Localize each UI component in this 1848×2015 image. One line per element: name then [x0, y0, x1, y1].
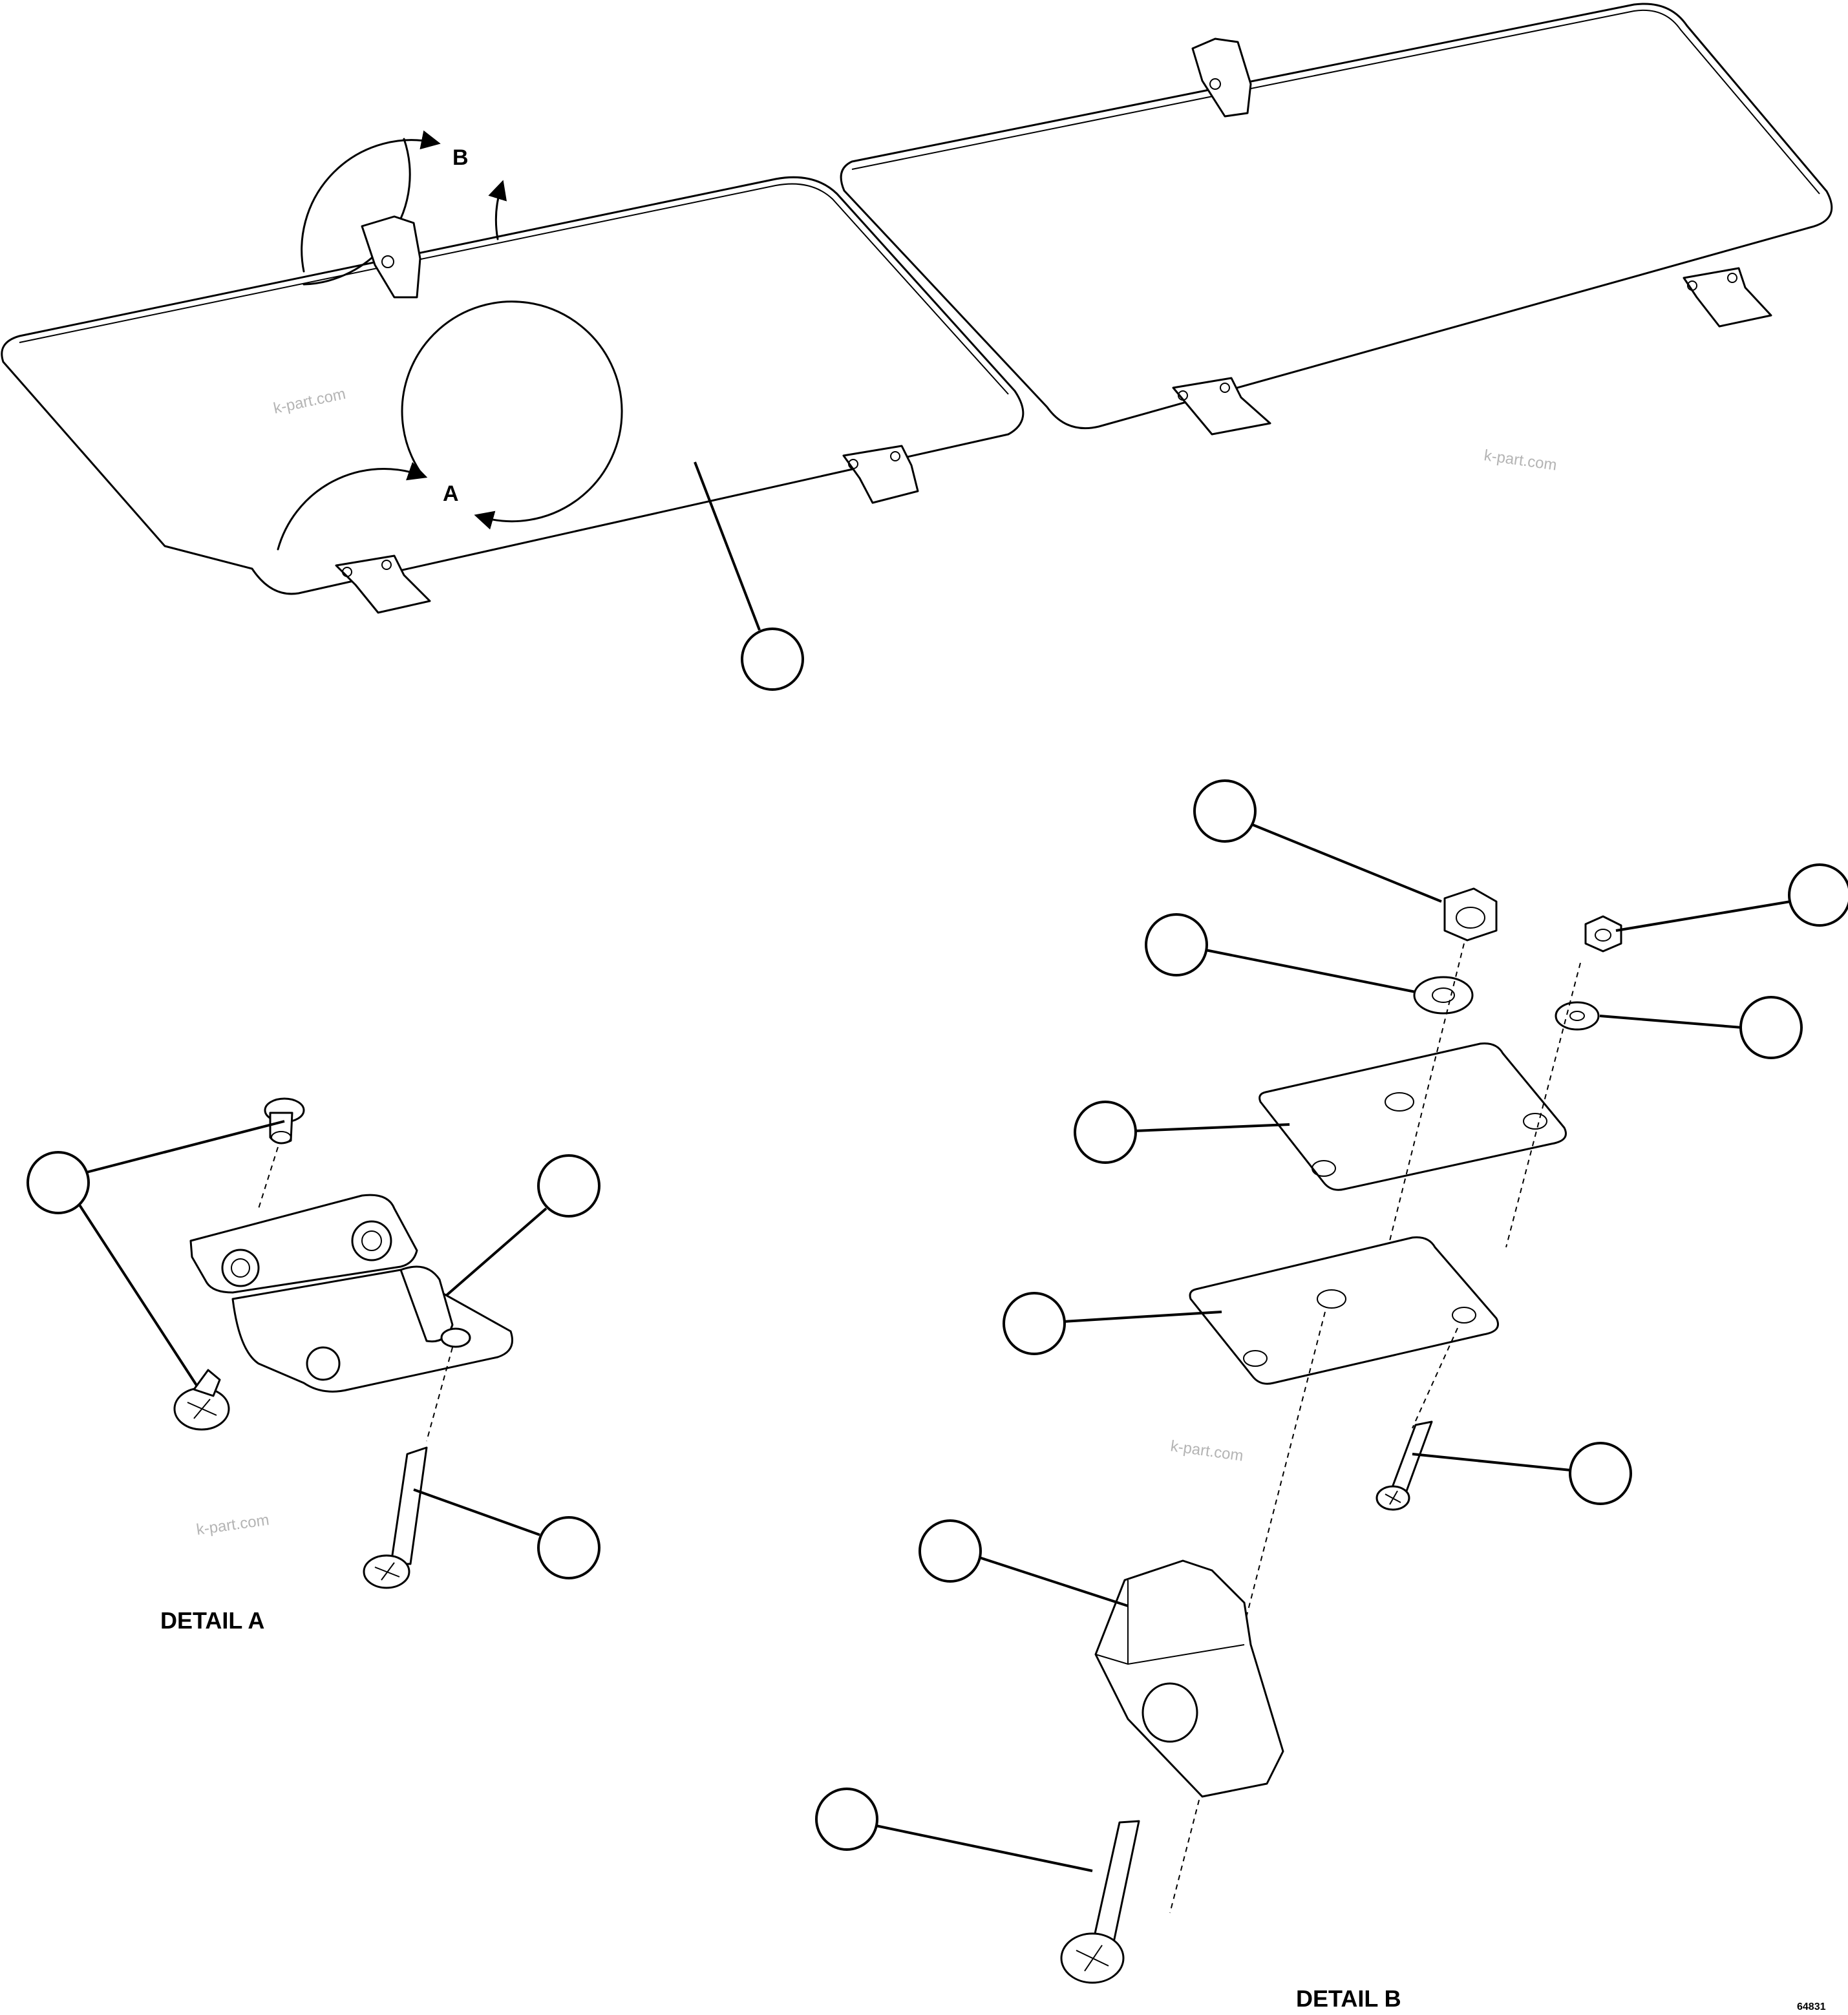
detail-a-leader-1 — [83, 1120, 285, 1174]
detail-b-balloon-nut — [1193, 779, 1257, 843]
watermark-1: k-part.com — [272, 385, 347, 417]
drawing-number: 64831 — [1797, 2001, 1826, 2012]
detail-b-balloon-plate-2 — [1003, 1292, 1066, 1355]
left-shield-panel — [1, 176, 1025, 595]
detail-b-balloon-washer — [1145, 913, 1208, 976]
detail-b-leader-washer — [1205, 949, 1416, 993]
detail-b-leader-nut — [1250, 823, 1442, 903]
watermark-3: k-part.com — [1169, 1437, 1244, 1465]
detail-b-balloon-long-screw — [815, 1788, 878, 1851]
detail-b-leader-long-screw — [875, 1824, 1093, 1872]
detail-b-balloon-screw — [1569, 1442, 1632, 1505]
right-shield-panel — [840, 3, 1833, 430]
detail-a-leader-2 — [445, 1207, 547, 1297]
detail-b-leader-small-nut — [1615, 900, 1791, 932]
view-b-circle: B — [301, 130, 507, 299]
detail-a-balloon-rivet — [27, 1151, 90, 1214]
detail-a-leader-1b — [76, 1201, 198, 1387]
detail-b-leader-screw — [1412, 1453, 1571, 1472]
panel-block-top — [1191, 37, 1252, 118]
panel-hinge-right-2 — [1683, 267, 1772, 328]
detail-b-balloon-plate-1 — [1074, 1101, 1137, 1164]
callout-a-label: A — [443, 481, 459, 506]
detail-a-balloon-pin — [537, 1516, 600, 1579]
view-a-circle: A — [277, 301, 623, 614]
panel-balloon — [741, 628, 804, 691]
watermark-2: k-part.com — [1483, 447, 1558, 474]
callout-b-label: B — [452, 145, 469, 170]
detail-a-assembly — [173, 1097, 513, 1589]
detail-a-leader-3 — [413, 1488, 540, 1536]
panel-leader — [694, 461, 761, 631]
detail-b-caption: DETAIL B — [1296, 1985, 1401, 2012]
panel-hinge-left — [842, 445, 919, 504]
panel-hinge-right-1 — [1172, 377, 1271, 436]
detail-b-balloon-small-washer — [1739, 996, 1803, 1059]
detail-b-assembly — [1060, 887, 1622, 1984]
detail-b-leader-block — [979, 1556, 1129, 1607]
detail-a-caption: DETAIL A — [160, 1607, 264, 1634]
detail-b-leader-small-washer — [1599, 1015, 1743, 1029]
detail-b-balloon-small-nut — [1788, 863, 1848, 927]
detail-b-balloon-block — [919, 1519, 982, 1583]
watermark-4: k-part.com — [195, 1511, 270, 1539]
detail-b-leader-plate-2 — [1063, 1311, 1222, 1323]
detail-b-leader-plate-1 — [1134, 1123, 1290, 1132]
detail-a-balloon-hinge — [537, 1154, 600, 1218]
